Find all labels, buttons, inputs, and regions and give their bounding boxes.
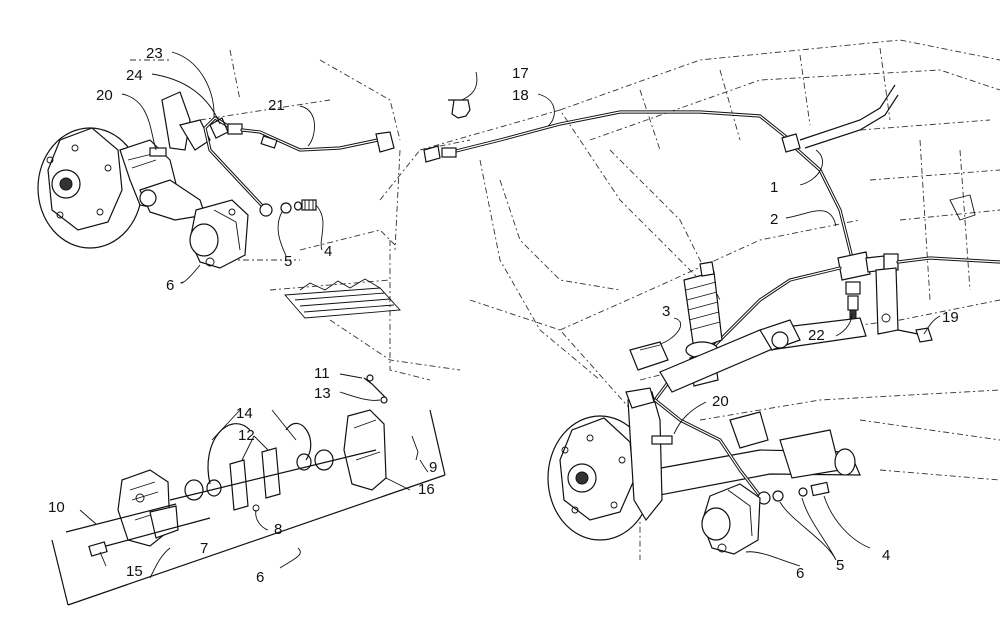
callout-6-exploded: 6 <box>256 569 264 586</box>
callout-2: 2 <box>770 211 778 228</box>
exploded-caliper-half-16 <box>343 409 387 491</box>
exploded-caliper-body-7 <box>117 469 179 547</box>
bracket-19 <box>875 267 933 343</box>
callout-16: 16 <box>418 481 435 498</box>
callout-12: 12 <box>238 427 255 444</box>
exploded-pistons <box>184 449 334 501</box>
callout-1: 1 <box>770 179 778 196</box>
callout-17: 17 <box>512 65 529 82</box>
callout-13: 13 <box>314 385 331 402</box>
callout-20-right: 20 <box>712 393 729 410</box>
callout-21: 21 <box>268 97 285 114</box>
right-banjo-bolt <box>810 481 830 497</box>
exploded-springs-14 <box>207 422 312 485</box>
exploded-caliper-frame <box>51 409 446 606</box>
callout-20-left: 20 <box>96 87 113 104</box>
clip-17 <box>448 99 471 119</box>
callout-19: 19 <box>942 309 959 326</box>
callout-15: 15 <box>126 563 143 580</box>
upper-a-arm <box>659 317 867 393</box>
callout-8: 8 <box>274 521 282 538</box>
callout-9: 9 <box>429 459 437 476</box>
callout-6-left: 6 <box>166 277 174 294</box>
callout-6-right: 6 <box>796 565 804 582</box>
callout-23: 23 <box>146 45 163 62</box>
callout-4-right: 4 <box>882 547 890 564</box>
right-brake-disc <box>547 415 653 541</box>
left-steering-knuckle <box>119 91 211 221</box>
callout-7: 7 <box>200 540 208 557</box>
brake-tee-fitting <box>837 251 899 281</box>
callout-24: 24 <box>126 67 143 84</box>
left-brake-disc <box>37 127 143 249</box>
callout-5-left: 5 <box>284 253 292 270</box>
left-banjo-bolt <box>301 199 317 211</box>
callout-labels: 1 2 3 4 4 5 5 6 6 6 7 8 9 10 11 12 13 14… <box>48 45 959 586</box>
footrest-plate <box>284 278 401 319</box>
left-brake-caliper <box>189 199 249 269</box>
exploded-pins-and-bolts <box>65 374 419 557</box>
left-banjo-washers <box>280 201 303 214</box>
lower-a-arm <box>649 411 861 496</box>
callout-4-left: 4 <box>324 243 332 260</box>
left-brake-hose <box>203 115 273 217</box>
callout-14: 14 <box>236 405 253 422</box>
callout-3: 3 <box>662 303 670 320</box>
right-steering-knuckle <box>625 387 673 522</box>
pressure-switch-22 <box>845 281 861 321</box>
callout-10: 10 <box>48 499 65 516</box>
leader-lines <box>79 51 941 579</box>
rear-brake-line-18 <box>423 110 792 163</box>
callout-18: 18 <box>512 87 529 104</box>
exploded-brake-pads-12 <box>229 447 281 511</box>
brake-pipe-1 <box>781 84 899 260</box>
right-banjo-washers <box>772 487 808 502</box>
right-brake-hose <box>653 398 771 505</box>
callout-11: 11 <box>314 365 330 382</box>
left-brake-line-21 <box>240 128 395 153</box>
callout-5-right: 5 <box>836 557 844 574</box>
brake-reservoir-3 <box>629 341 669 371</box>
callout-22: 22 <box>808 327 825 344</box>
right-brake-caliper <box>701 483 761 555</box>
